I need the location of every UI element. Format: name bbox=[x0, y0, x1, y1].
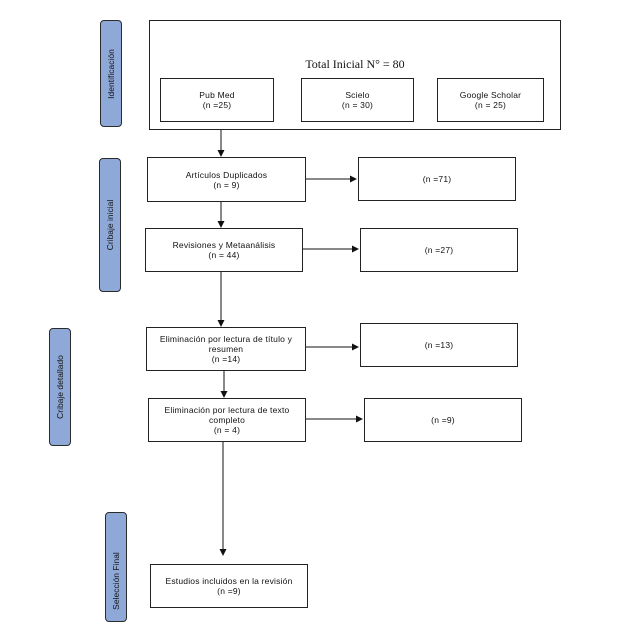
source-name: Google Scholar bbox=[459, 90, 522, 100]
final-label: Estudios incluidos en la revisión bbox=[165, 576, 293, 586]
side-count: (n =9) bbox=[431, 415, 455, 425]
step-count: (n = 4) bbox=[213, 425, 241, 435]
step-label: Eliminación por lectura de título y resu… bbox=[159, 334, 293, 354]
step-count: (n =14) bbox=[211, 354, 241, 364]
side-box-step-2: (n =27) bbox=[360, 228, 518, 272]
stage-label-identificacion: Identificación bbox=[100, 20, 122, 127]
source-count: (n = 30) bbox=[341, 100, 374, 110]
final-count: (n =9) bbox=[217, 586, 241, 596]
step-box-titulo-resumen: Eliminación por lectura de título y resu… bbox=[146, 327, 306, 371]
step-label: Revisiones y Metaanálisis bbox=[172, 240, 276, 250]
side-box-step-4: (n =9) bbox=[364, 398, 522, 442]
source-box-pubmed: Pub Med (n =25) bbox=[160, 78, 274, 122]
side-count: (n =13) bbox=[424, 340, 454, 350]
source-box-google-scholar: Google Scholar (n = 25) bbox=[437, 78, 544, 122]
stage-label-cribaje-inicial: Cribaje inicial bbox=[99, 158, 121, 292]
source-name: Pub Med bbox=[199, 90, 235, 100]
side-count: (n =71) bbox=[422, 174, 452, 184]
step-count: (n = 44) bbox=[208, 250, 240, 260]
source-count: (n = 25) bbox=[474, 100, 507, 110]
step-count: (n = 9) bbox=[213, 179, 240, 190]
step-box-revisiones: Revisiones y Metaanálisis (n = 44) bbox=[145, 228, 303, 272]
final-box: Estudios incluidos en la revisión (n =9) bbox=[150, 564, 308, 608]
side-box-step-1: (n =71) bbox=[358, 157, 516, 201]
total-initial-label: Total Inicial N° = 80 bbox=[305, 57, 405, 71]
step-label: Artículos Duplicados bbox=[185, 169, 268, 180]
source-name: Scielo bbox=[345, 90, 370, 100]
source-count: (n =25) bbox=[202, 100, 232, 110]
step-label: Eliminación por lectura de texto complet… bbox=[164, 405, 290, 425]
side-box-step-3: (n =13) bbox=[360, 323, 518, 367]
side-count: (n =27) bbox=[424, 245, 454, 255]
source-box-scielo: Scielo (n = 30) bbox=[301, 78, 414, 122]
step-box-duplicados: Artículos Duplicados (n = 9) bbox=[147, 157, 306, 202]
step-box-texto-completo: Eliminación por lectura de texto complet… bbox=[148, 398, 306, 442]
stage-label-cribaje-detallado: Cribaje detallado bbox=[49, 328, 71, 446]
